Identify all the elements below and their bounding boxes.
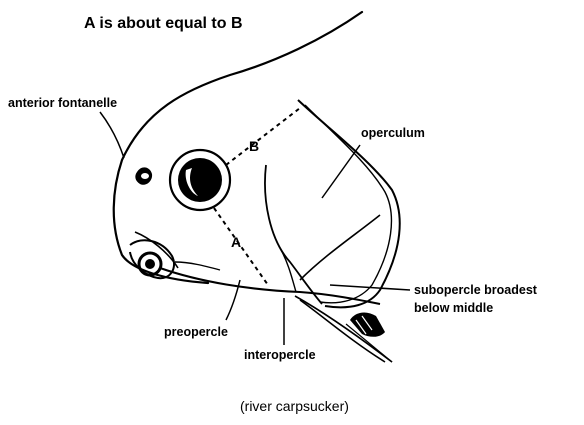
label-interopercle: interopercle (244, 348, 316, 362)
lip-fold (135, 232, 178, 268)
interopercle-line (280, 248, 296, 292)
nostril-highlight (141, 173, 149, 179)
opercle-suture (300, 215, 380, 280)
label-subopercle-line-2: below middle (414, 301, 493, 315)
label-operculum: operculum (361, 126, 425, 140)
diagram-heading: A is about equal to B (84, 15, 243, 33)
eye (178, 158, 222, 202)
dimension-b-line (226, 108, 300, 165)
cheek-fold (175, 262, 220, 270)
label-anterior-fontanelle: anterior fontanelle (8, 96, 117, 110)
label-dimension-b: B (249, 138, 259, 154)
label-dimension-a: A (231, 234, 241, 250)
leader-anterior-fontanelle (100, 112, 124, 158)
figure-caption: (river carpsucker) (240, 398, 349, 414)
lip-inner (145, 259, 155, 269)
leader-subopercle (330, 285, 410, 290)
label-preopercle: preopercle (164, 325, 228, 339)
label-subopercle-line-1: subopercle broadest (414, 283, 537, 297)
leader-operculum (322, 145, 360, 198)
